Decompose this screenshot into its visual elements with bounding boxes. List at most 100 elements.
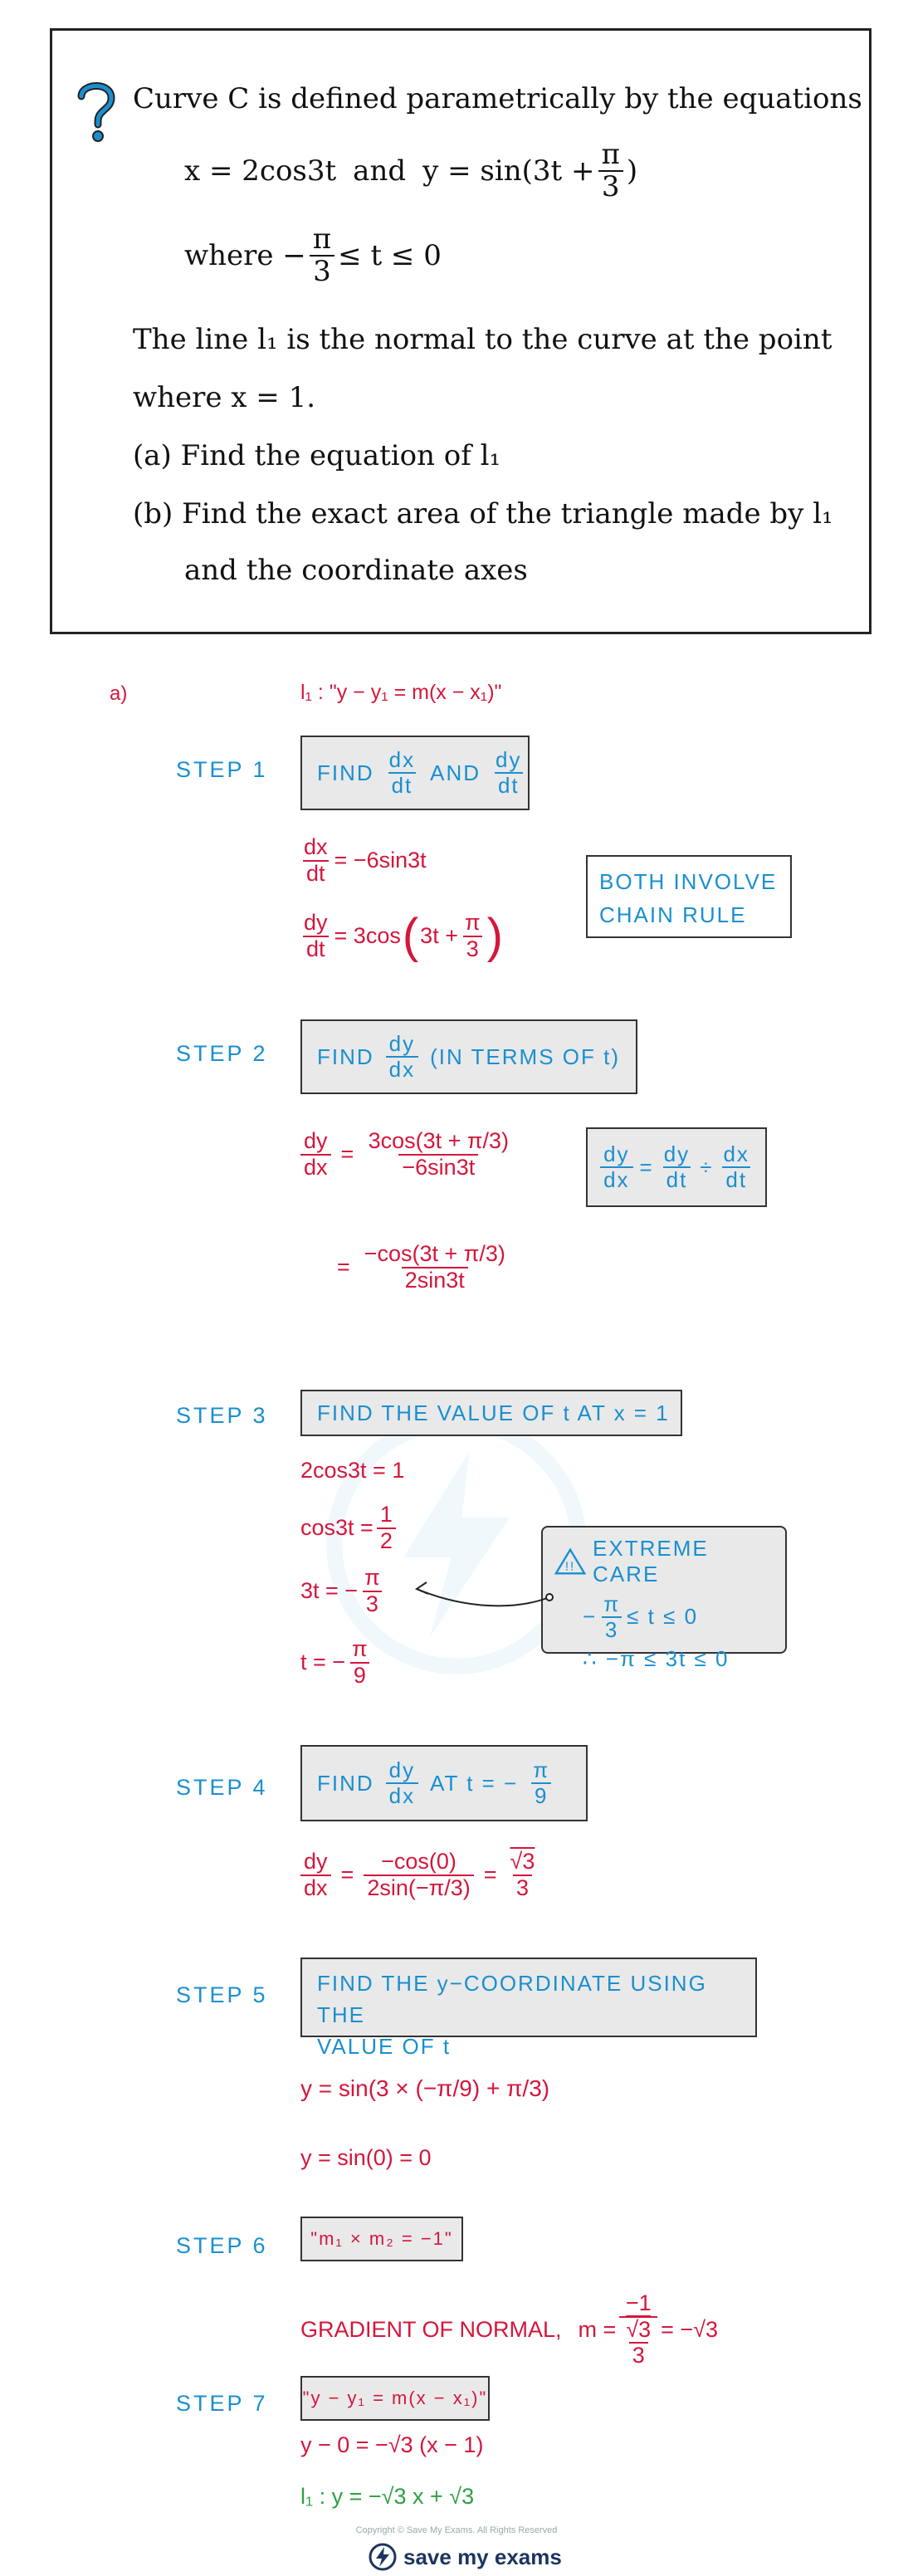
root3-over-3-fraction: √3 3 <box>622 2317 654 2368</box>
frac-den: dx <box>600 1166 633 1192</box>
frac-den: 3 <box>512 1874 532 1901</box>
m-eq: m = <box>578 2317 617 2343</box>
step-7-final-answer: l₁ : y = −√3 x + √3 <box>300 2484 475 2509</box>
copyright-text: Copyright © Save My Exams. All Rights Re… <box>355 2525 558 2535</box>
frac-num: dy <box>388 1757 416 1783</box>
dydt-rhs: = 3cos <box>334 923 401 948</box>
frac-den: dt <box>303 935 329 962</box>
frac-den: 9 <box>530 1782 552 1808</box>
normal-line-formula: l₁ : "y − y₁ = m(x − x₁)" <box>300 681 502 704</box>
step-2-rest: (IN TERMS OF t) <box>430 1044 620 1069</box>
question-part-b-cont: and the coordinate axes <box>184 554 528 587</box>
frac-num: dy <box>388 1031 416 1057</box>
step-2-fraction-2: −cos(3t + π/3) 2sin3t <box>360 1241 510 1293</box>
care-line-2: ∴ −π ≤ 3t ≤ 0 <box>583 1646 730 1672</box>
step-2-fraction-1: 3cos(3t + π/3) −6sin3t <box>364 1128 513 1180</box>
step-6-gradient: GRADIENT OF NORMAL, m = −1 √3 3 = −√3 <box>300 2290 718 2368</box>
frac-den: 2sin3t <box>401 1266 468 1293</box>
frac-den: dt <box>662 1166 691 1192</box>
equals: = <box>483 1862 497 1888</box>
step-4-find: FIND <box>317 1770 374 1796</box>
dxdt-rhs: = −6sin3t <box>334 848 427 873</box>
step-3-line-1: 2cos3t = 1 <box>300 1458 405 1483</box>
frac-num: dy <box>603 1141 630 1167</box>
step-1-label: STEP 1 <box>176 757 268 782</box>
frac-den: √3 3 <box>619 2315 658 2368</box>
frac-den: 3 <box>310 255 334 287</box>
step-1-find: FIND <box>317 760 374 785</box>
question-intro: Curve C is defined parametrically by the… <box>133 82 862 115</box>
note-line-1: BOTH INVOLVE <box>599 869 778 894</box>
frac-num: dy <box>663 1141 691 1167</box>
step-7-label: STEP 7 <box>176 2391 268 2416</box>
frac-num: dx <box>388 747 416 773</box>
step-4-label: STEP 4 <box>176 1775 268 1800</box>
step-1-and: AND <box>430 760 481 785</box>
frac-den: 3 <box>601 1615 622 1642</box>
question-part-a: (a) Find the equation of l₁ <box>133 439 501 472</box>
extreme-care-title: EXTREME CARE <box>593 1536 709 1586</box>
domain-suffix: ≤ t ≤ 0 <box>338 239 442 273</box>
frac-den: 2 <box>376 1527 396 1554</box>
equation-and: and <box>353 154 407 188</box>
frac-num: π <box>533 1757 550 1783</box>
frac-num: −cos(3t + π/3) <box>364 1241 505 1266</box>
step-6-label: STEP 6 <box>176 2233 268 2258</box>
cos3t-eq: cos3t = <box>300 1515 374 1541</box>
frac-den: 9 <box>349 1661 369 1689</box>
frac-den: 2sin(−π/3) <box>364 1874 474 1901</box>
step-3-box: FIND THE VALUE OF t AT x = 1 <box>300 1390 682 1436</box>
frac-num: dx <box>304 834 328 859</box>
svg-text:!!: !! <box>565 1559 575 1573</box>
step-5-line-2: y = sin(0) = 0 <box>300 2145 432 2170</box>
step-4-fraction: −cos(0) 2sin(−π/3) <box>364 1849 474 1901</box>
question-line-l1: The line l₁ is the normal to the curve a… <box>133 323 832 356</box>
step-5-line-1: y = sin(3 × (−π/9) + π/3) <box>300 2075 550 2101</box>
question-part-b: (b) Find the exact area of the triangle … <box>133 497 833 530</box>
t-eq: t = − <box>300 1650 346 1675</box>
frac-den: −6sin3t <box>398 1153 479 1180</box>
step-5-box-line-1: FIND THE y−COORDINATE USING THE <box>317 1971 707 2027</box>
frac-num: 3cos(3t + π/3) <box>368 1128 510 1153</box>
step-5-box-line-2: VALUE OF t <box>317 2034 452 2059</box>
part-a-label: a) <box>110 682 128 705</box>
brand-logo: save my exams <box>369 2542 562 2572</box>
root3-over-3-fraction: √3 3 <box>507 1849 539 1901</box>
step-5-label: STEP 5 <box>176 1982 268 2007</box>
frac-num: π <box>364 1565 380 1590</box>
step-2-label: STEP 2 <box>176 1041 268 1066</box>
note-line-2: CHAIN RULE <box>599 902 747 927</box>
extreme-care-header: !! EXTREME CARE <box>554 1536 774 1587</box>
lightning-logo-icon <box>369 2543 397 2571</box>
frac-den: 3 <box>598 170 623 203</box>
frac-num: dy <box>496 747 522 773</box>
frac-den: 3 <box>628 2342 648 2368</box>
frac-den: dx <box>385 1056 419 1082</box>
frac-num: dx <box>723 1141 749 1167</box>
brand-name: save my exams <box>403 2544 562 2569</box>
equation-y-suffix: ) <box>626 154 638 188</box>
